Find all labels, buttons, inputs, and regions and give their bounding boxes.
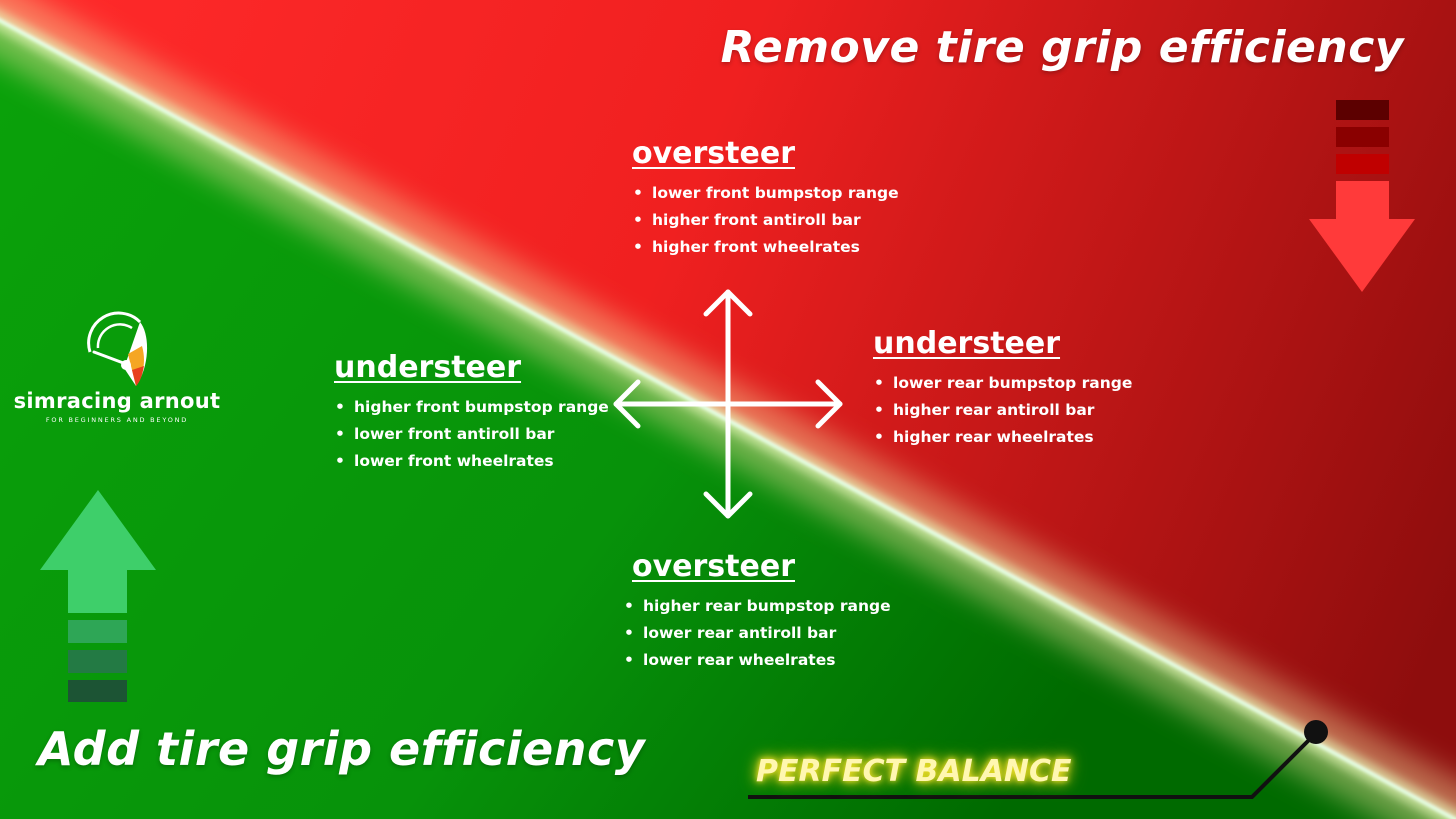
perfect-balance-label: PERFECT BALANCE — [756, 754, 1072, 789]
understeer-rear-group: understeer lower rear bumpstop range hig… — [873, 326, 1132, 451]
list-item: higher front bumpstop range — [334, 394, 609, 421]
oversteer-rear-group: oversteer higher rear bumpstop range low… — [624, 549, 891, 674]
group-heading: oversteer — [632, 549, 795, 584]
speedometer-icon — [87, 311, 148, 386]
list-item: higher rear wheelrates — [873, 424, 1132, 451]
four-way-arrow-icon — [613, 289, 843, 519]
list-item: lower front antiroll bar — [334, 421, 609, 448]
list-item: lower rear bumpstop range — [873, 370, 1132, 397]
list-item: higher rear bumpstop range — [623, 593, 891, 620]
group-heading: oversteer — [632, 136, 795, 171]
list-item: higher front antiroll bar — [632, 207, 899, 234]
add-grip-title: Add tire grip efficiency — [38, 722, 646, 776]
group-heading: understeer — [873, 326, 1061, 361]
group-heading: understeer — [334, 350, 522, 385]
oversteer-front-group: oversteer lower front bumpstop range hig… — [632, 136, 899, 261]
logo-tagline: FOR BEGINNERS AND BEYOND — [45, 416, 189, 424]
list-item: lower rear wheelrates — [623, 647, 891, 674]
list-item: lower front wheelrates — [334, 448, 609, 475]
logo: simracing arnout FOR BEGINNERS AND BEYON… — [12, 305, 222, 424]
arrow-up-icon — [40, 490, 156, 702]
list-item: lower front bumpstop range — [632, 180, 899, 207]
logo-name: simracing arnout — [13, 389, 221, 413]
remove-grip-title: Remove tire grip efficiency — [720, 22, 1404, 73]
list-item: higher rear antiroll bar — [873, 397, 1132, 424]
arrow-down-icon — [1309, 100, 1415, 292]
diagonal-line — [0, 18, 1456, 819]
list-item: higher front wheelrates — [632, 234, 899, 261]
balance-pointer — [748, 720, 1328, 799]
list-item: lower rear antiroll bar — [623, 620, 891, 647]
understeer-front-group: understeer higher front bumpstop range l… — [334, 350, 609, 475]
